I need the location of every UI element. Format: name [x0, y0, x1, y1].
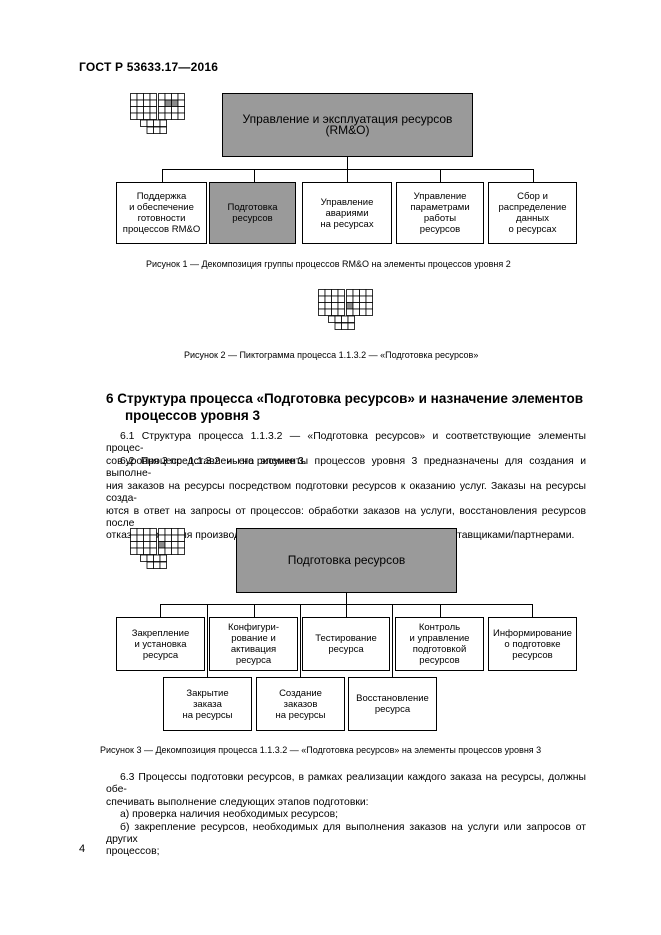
fig1-box-5: Сбор и распределение данных о ресурсах — [488, 182, 577, 244]
figure1-caption: Рисунок 1 — Декомпозиция группы процессо… — [146, 259, 511, 269]
pictogram-icon — [130, 93, 185, 134]
rmo-top-box: Управление и эксплуатация ресурсов (RM&O… — [222, 93, 473, 157]
fig1-box-1: Поддержка и обеспечение готовности проце… — [116, 182, 207, 244]
document-header: ГОСТ Р 53633.17—2016 — [79, 60, 219, 74]
fig1-box-4: Управление параметрами работы ресурсов — [396, 182, 484, 244]
fig1-box-3: Управление авариями на ресурсах — [302, 182, 392, 244]
fig3-box-8: Восстановление ресурса — [348, 677, 437, 731]
figure2-caption: Рисунок 2 — Пиктограмма процесса 1.1.3.2… — [184, 350, 479, 360]
fig3-box-1: Закрепление и установка ресурса — [116, 617, 205, 671]
fig3-box-7: Создание заказов на ресурсы — [256, 677, 345, 731]
paragraph-6-3: 6.3 Процессы подготовки ресурсов, в рамк… — [106, 772, 586, 858]
fig3-box-5: Информирование о подготовке ресурсов — [488, 617, 577, 671]
fig3-box-4: Контроль и управление подготовкой ресурс… — [395, 617, 484, 671]
figure3-caption: Рисунок 3 — Декомпозиция процесса 1.1.3.… — [100, 745, 542, 755]
paragraph-6-1: 6.1 Структура процесса 1.1.3.2 — «Подгот… — [106, 431, 586, 467]
fig3-top-box: Подготовка ресурсов — [236, 528, 457, 593]
resource-preparation-pictogram-icon — [318, 289, 373, 330]
fig3-box-3: Тестирование ресурса — [302, 617, 390, 671]
page-number: 4 — [79, 843, 86, 855]
fig3-box-2: Конфигури- рование и активация ресурса — [209, 617, 298, 671]
pictogram-icon-fig3 — [130, 528, 185, 569]
fig1-box-2: Подготовка ресурсов — [209, 182, 296, 244]
fig3-box-6: Закрытие заказа на ресурсы — [163, 677, 252, 731]
section-heading: 6 Структура процесса «Подготовка ресурсо… — [106, 391, 584, 423]
